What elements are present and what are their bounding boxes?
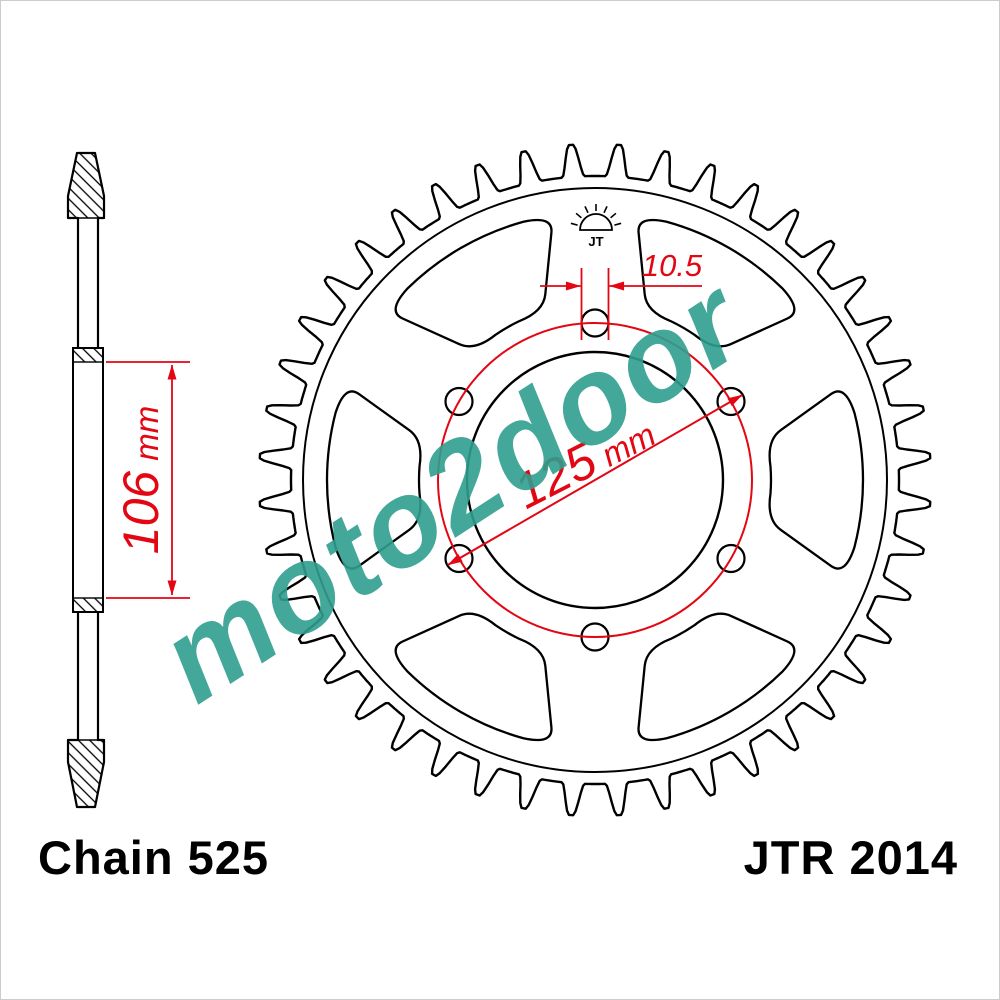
profile-hatch-bottom (67, 739, 105, 808)
rim-circle (302, 187, 888, 773)
stamp-text: JT (588, 234, 603, 249)
chain-size-label: Chain 525 (38, 831, 269, 884)
profile-hatch-top (67, 152, 105, 219)
footer-labels: Chain 525 JTR 2014 (38, 831, 958, 884)
lightening-window (394, 612, 553, 742)
lightening-window (637, 612, 796, 742)
bolt-circle-line (437, 322, 753, 638)
stamp-ray (614, 222, 622, 226)
stamp-ray (570, 222, 578, 226)
hub-width-dimension-label: 106mm (113, 406, 169, 554)
part-number-label: JTR 2014 (744, 831, 958, 884)
profile-hub-hatch-top (72, 347, 104, 363)
lightening-window (637, 218, 796, 348)
stamp-ray (610, 212, 617, 219)
side-profile-view (66, 151, 106, 809)
lightening-window (394, 218, 553, 348)
lightening-window (325, 390, 422, 570)
stamp-ray (603, 206, 608, 214)
lightening-window (768, 390, 865, 570)
profile-hub-hatch-bottom (72, 597, 104, 613)
stamp-arc (579, 213, 613, 231)
stamp-ray (584, 206, 589, 214)
stamp-ray (575, 212, 582, 219)
bolt-hole-dimension-label: 10.5 (642, 248, 703, 283)
dim-line-bolt-circle (447, 394, 743, 566)
jt-stamp: JT (570, 204, 622, 249)
profile-hub (72, 347, 104, 613)
